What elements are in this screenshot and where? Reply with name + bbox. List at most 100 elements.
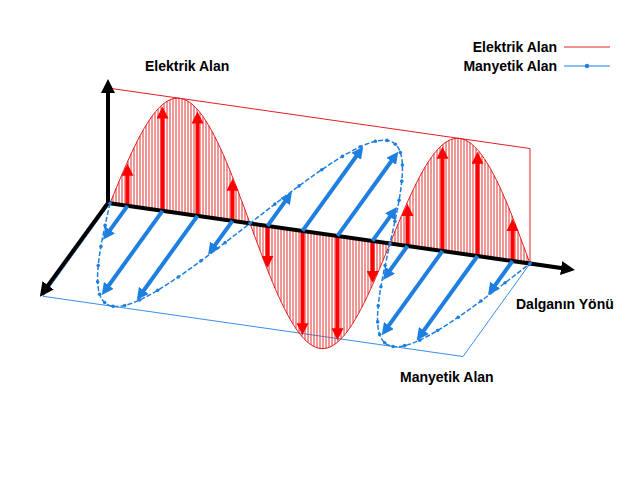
field-stroke [125, 167, 126, 205]
field-stroke [374, 241, 375, 281]
magnetic-dot [297, 184, 301, 188]
field-stroke [239, 194, 240, 222]
field-stroke [413, 190, 414, 247]
electric-arrow [406, 210, 410, 246]
field-stroke [137, 142, 138, 207]
field-stroke [416, 184, 417, 247]
field-stroke [116, 189, 117, 204]
field-stroke [353, 238, 354, 323]
field-stroke [146, 125, 147, 208]
axis-label: Manyetik Alan [400, 369, 494, 385]
field-stroke [356, 239, 357, 318]
field-stroke [494, 175, 495, 258]
magnetic-arrow [373, 212, 394, 241]
field-stroke [164, 103, 165, 211]
magnetic-dot [378, 333, 382, 337]
magnetic-arrow [268, 197, 289, 226]
field-stroke [158, 109, 159, 210]
magnetic-dot [397, 198, 401, 202]
field-stroke [452, 139, 453, 252]
field-stroke [470, 143, 471, 255]
magnetic-dot [320, 168, 324, 172]
field-stroke [458, 138, 459, 253]
field-stroke [428, 162, 429, 249]
electric-arrow [371, 241, 375, 277]
electric-arrow [511, 225, 515, 261]
field-stroke [209, 126, 210, 217]
field-stroke [140, 136, 141, 208]
field-stroke [176, 98, 177, 213]
field-stroke [401, 217, 402, 245]
field-stroke [242, 202, 243, 223]
field-stroke [302, 231, 303, 337]
magnetic-dot [341, 155, 345, 159]
field-stroke [377, 242, 378, 275]
field-stroke [464, 140, 465, 255]
magnetic-dot [374, 140, 378, 144]
field-stroke [359, 239, 360, 313]
field-stroke [515, 223, 516, 261]
magnetic-dot [418, 338, 422, 342]
magnetic-dot [96, 264, 100, 268]
magnetic-arrow [387, 246, 408, 275]
magnetic-dot [98, 292, 102, 296]
magnetic-arrow [140, 216, 197, 295]
field-stroke [278, 227, 279, 295]
magnetic-dot [503, 281, 507, 285]
axis [44, 203, 108, 291]
field-stroke [200, 113, 201, 217]
field-stroke [191, 103, 192, 215]
field-stroke [182, 99, 183, 214]
magnetic-dot [123, 304, 127, 308]
magnetic-dot [383, 341, 387, 345]
electric-arrow [266, 226, 270, 262]
field-stroke [170, 100, 171, 212]
magnetic-dot [176, 275, 180, 279]
field-stroke [473, 145, 474, 255]
magnetic-dot [376, 304, 380, 308]
field-stroke [512, 216, 513, 261]
field-stroke [425, 167, 426, 248]
field-stroke [230, 171, 231, 221]
field-stroke [173, 99, 174, 213]
field-stroke [299, 230, 300, 332]
field-stroke [455, 139, 456, 253]
legend-sample [564, 47, 610, 48]
field-stroke [287, 229, 288, 314]
field-stroke [434, 154, 435, 250]
electric-arrow [336, 236, 340, 334]
field-stroke [227, 163, 228, 220]
field-stroke [197, 109, 198, 216]
magnetic-dot [479, 299, 483, 303]
field-stroke [449, 140, 450, 252]
axis-label: Elektrik Alan [145, 58, 229, 74]
magnetic-dot [385, 139, 389, 143]
magnetic-dot [111, 305, 115, 309]
magnetic-plane [43, 203, 530, 356]
field-stroke [185, 100, 186, 214]
field-stroke [218, 143, 219, 219]
magnetic-arrow [107, 206, 128, 235]
field-stroke [461, 139, 462, 254]
magnetic-dot [248, 222, 252, 226]
field-stroke [404, 210, 405, 246]
field-stroke [380, 242, 381, 268]
field-stroke [263, 225, 264, 258]
field-stroke [350, 238, 351, 328]
magnetic-dot [393, 220, 397, 224]
field-stroke [224, 156, 225, 219]
magnetic-dot [273, 202, 277, 206]
field-stroke [260, 225, 261, 251]
magnetic-dot [394, 142, 398, 146]
legend-text: Elektrik Alan [473, 39, 557, 55]
magnetic-dot [138, 298, 142, 302]
magnetic-dot [436, 329, 440, 333]
magnetic-dot [359, 145, 363, 149]
field-stroke [290, 229, 291, 319]
magnetic-dot [96, 280, 100, 284]
field-stroke [149, 121, 150, 209]
field-stroke [221, 150, 222, 220]
field-stroke [503, 194, 504, 259]
field-stroke [410, 196, 411, 246]
magnetic-dot [199, 259, 203, 263]
